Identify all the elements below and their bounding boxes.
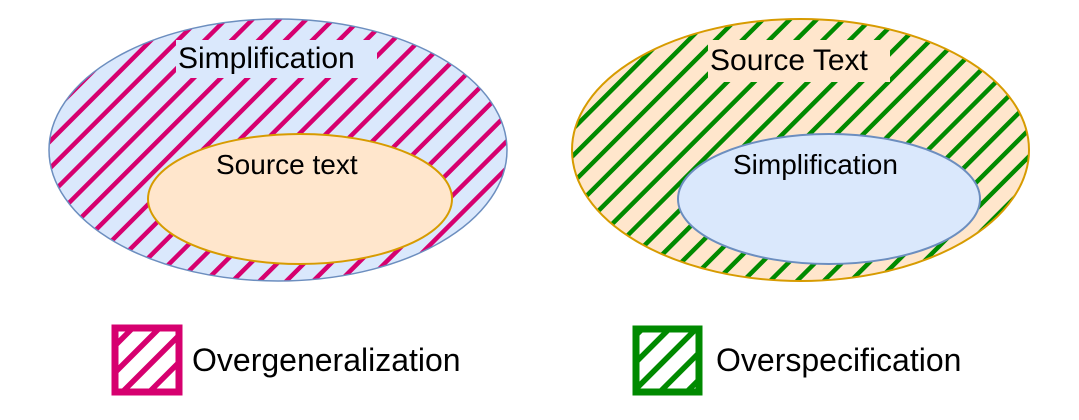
right-venn [571,18,1030,282]
right-inner-label: Simplification [733,149,898,180]
legend-label-overgeneralization: Overgeneralization [192,342,461,378]
legend-swatch-overspecification [632,325,703,396]
left-outer-label: Simplification [178,42,355,75]
legend-swatch-overgeneralization [111,324,183,396]
right-outer-label-bg [708,40,890,82]
right-inner-simplification-ellipse [677,133,981,265]
left-inner-label: Source text [216,149,358,180]
legend-label-overspecification: Overspecification [716,342,962,378]
left-venn [48,18,508,282]
right-outer-label: Source Text [710,44,868,77]
left-outer-label-bg [176,40,377,78]
left-inner-source-ellipse [147,133,453,265]
